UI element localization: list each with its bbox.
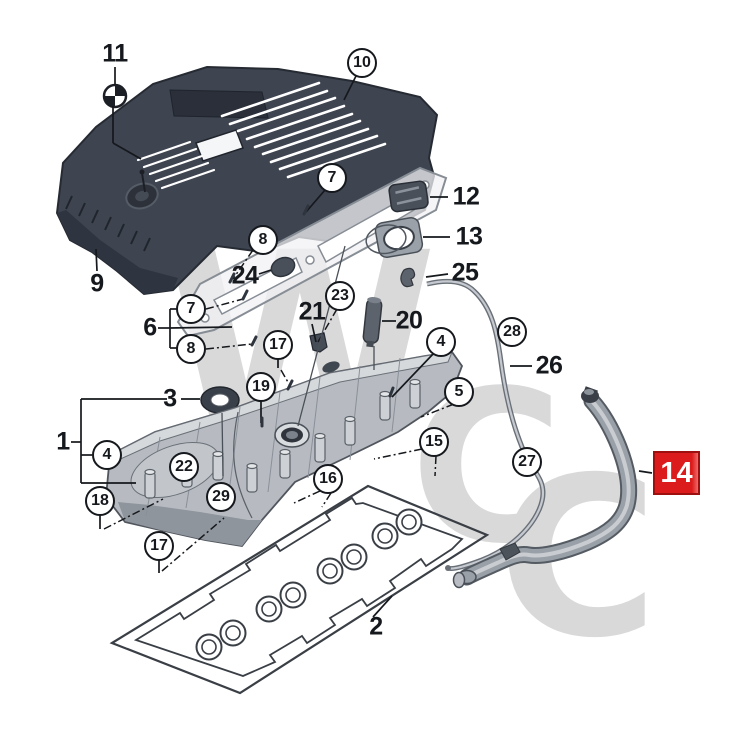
cap-gasket-part-13: [365, 216, 424, 259]
callout-label-20: 20: [395, 306, 423, 335]
callout-label-2: 2: [369, 612, 383, 641]
clip-part-25: [400, 267, 416, 288]
callout-circle-5: 5: [444, 377, 474, 407]
callout-label-6: 6: [143, 313, 157, 342]
callout-circle-8: 8: [176, 334, 206, 364]
valve-cover-part: [105, 351, 464, 547]
grommet-part-3: [200, 386, 240, 414]
callout-label-9: 9: [90, 269, 104, 298]
cover-slats: [220, 81, 387, 179]
callout-circle-7: 7: [176, 294, 206, 324]
callout-circle-29: 29: [206, 482, 236, 512]
vent-hose-part-14: [452, 386, 638, 589]
callout-circle-15: 15: [419, 427, 449, 457]
callout-circle-19: 19: [246, 372, 276, 402]
callout-label-1: 1: [56, 427, 70, 456]
callout-circle-4: 4: [426, 327, 456, 357]
callout-circle-7: 7: [317, 163, 347, 193]
callout-circle-4: 4: [92, 440, 122, 470]
callout-label-26: 26: [535, 351, 563, 380]
leader-lines-dashdot: [103, 249, 455, 572]
callout-label-21: 21: [298, 297, 326, 326]
screw-pins: [228, 204, 395, 428]
callout-circle-22: 22: [169, 452, 199, 482]
cover-gasket-part-2: [109, 484, 490, 695]
callout-label-25: 25: [451, 258, 479, 287]
callout-label-24: 24: [231, 261, 259, 290]
callout-label-11: 11: [102, 39, 128, 68]
stud-lines: [221, 245, 375, 477]
callout-label-13: 13: [455, 222, 483, 251]
callout-label-12: 12: [452, 182, 480, 211]
seal-24-part: [270, 256, 296, 278]
callout-circle-17: 17: [263, 330, 293, 360]
highlighted-callout-14: 14: [653, 451, 700, 495]
oil-cap-part-12: [388, 180, 429, 213]
callout-circle-10: 10: [347, 48, 377, 78]
callout-circle-17: 17: [144, 531, 174, 561]
callout-circle-16: 16: [313, 464, 343, 494]
oil-filler-neck: [274, 422, 310, 448]
callout-circle-23: 23: [325, 281, 355, 311]
gasket-plug-rings: [195, 508, 423, 661]
callout-circle-18: 18: [85, 486, 115, 516]
callout-circle-8: 8: [248, 225, 278, 255]
callout-circle-28: 28: [497, 317, 527, 347]
leader-lines: [71, 67, 653, 618]
callout-circle-27: 27: [512, 447, 542, 477]
coil-part-20: [362, 297, 383, 348]
callout-label-3: 3: [163, 384, 177, 413]
